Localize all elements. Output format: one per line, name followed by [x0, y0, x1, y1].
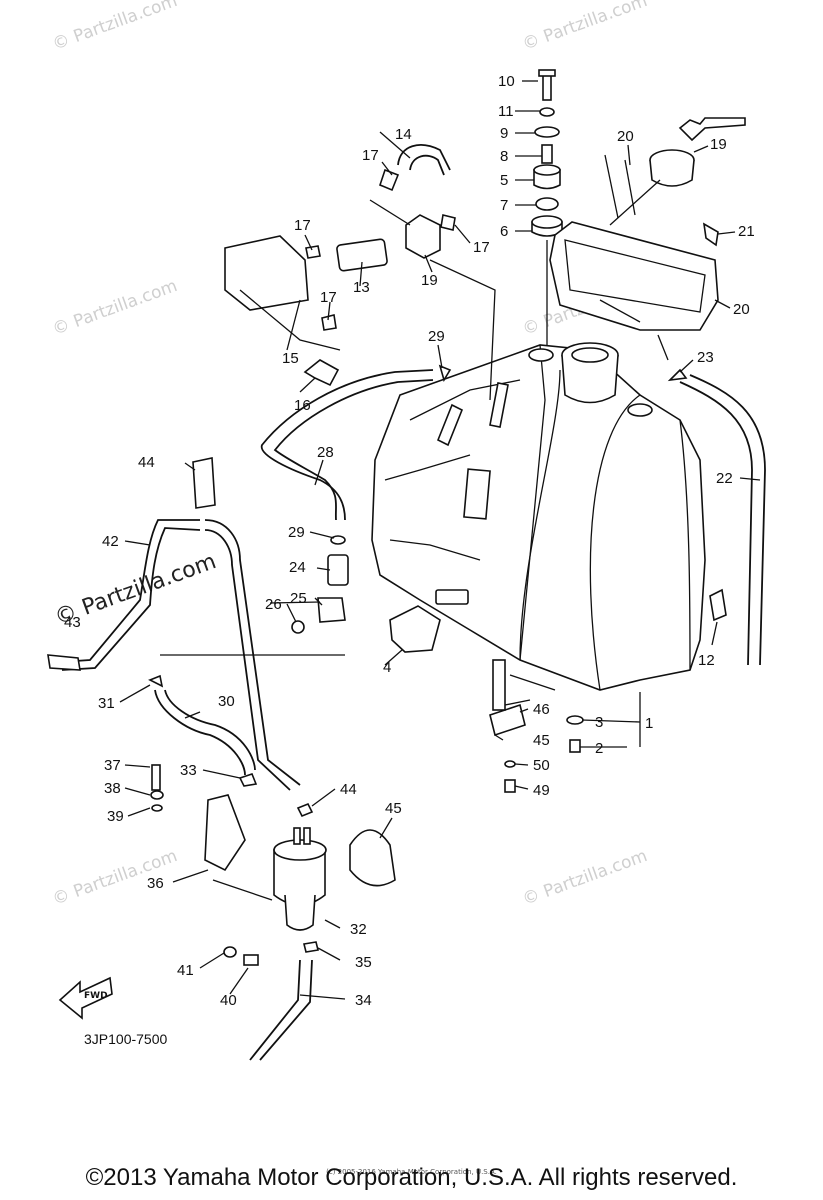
callout-29: 29 — [428, 328, 445, 345]
fuel-cock-assembly — [489, 659, 584, 793]
callout-14: 14 — [395, 126, 412, 143]
callout-41: 41 — [177, 962, 194, 979]
callout-11: 11 — [498, 103, 514, 120]
hose-28-assembly — [261, 364, 452, 634]
callout-48: 46 — [533, 701, 550, 718]
callout-18: 19 — [421, 272, 438, 289]
callout-33: 33 — [180, 762, 197, 779]
callout-49: 49 — [533, 782, 550, 799]
callout-4: 4 — [383, 659, 391, 676]
callout-17: 17 — [473, 239, 490, 256]
callout-17: 17 — [320, 289, 337, 306]
callout-34: 34 — [355, 992, 372, 1009]
callout-22: 22 — [716, 470, 733, 487]
callout-37: 37 — [104, 757, 121, 774]
tiny-copyright: (c) 2005-2016 Yamaha Motor Corporation, … — [326, 1168, 497, 1176]
callout-44: 44 — [340, 781, 357, 798]
callout-24: 23 — [697, 349, 714, 366]
breather-assembly — [224, 144, 496, 401]
fwd-label: FWD — [84, 991, 108, 1001]
callout-1: 1 — [645, 715, 653, 732]
callout-6: 6 — [500, 223, 508, 240]
callout-17: 17 — [294, 217, 311, 234]
callout-23: 21 — [738, 223, 755, 240]
callout-8: 8 — [500, 148, 508, 165]
callout-29: 29 — [288, 524, 305, 541]
callout-35: 35 — [355, 954, 372, 971]
callout-30: 30 — [218, 693, 235, 710]
callout-21: 20 — [617, 128, 634, 145]
hose-42-assembly — [47, 457, 301, 791]
fwd-arrow-icon: FWD — [58, 976, 113, 1020]
callout-43: 43 — [64, 614, 81, 631]
copyright-text: ©2013 Yamaha Motor Corporation, U.S.A. A… — [85, 1164, 738, 1191]
callout-50: 50 — [533, 757, 550, 774]
callout-16: 16 — [294, 397, 311, 414]
mount-stack — [531, 69, 563, 345]
callouts: 10 11 9 8 5 7 6 14 17 17 17 17 13 19 15 … — [64, 73, 755, 1009]
clip-4 — [389, 605, 441, 653]
callout-17: 17 — [362, 147, 379, 164]
callout-32: 32 — [350, 921, 367, 938]
vent-hoses — [667, 222, 766, 666]
callout-12: 12 — [698, 652, 715, 669]
tank-cap — [609, 117, 746, 226]
watermark: © Partzilla.com — [50, 0, 180, 55]
callout-46: 44 — [138, 454, 155, 471]
hose-30-assembly — [148, 654, 345, 787]
callout-31: 31 — [98, 695, 115, 712]
callout-40: 40 — [220, 992, 237, 1009]
callout-28: 28 — [317, 444, 334, 461]
watermark: © Partzilla.com — [520, 846, 650, 910]
callout-47: 45 — [533, 732, 550, 749]
callout-39: 39 — [107, 808, 124, 825]
callout-27: 26 — [265, 596, 282, 613]
fuel-tank — [371, 342, 706, 691]
callout-15: 15 — [282, 350, 299, 367]
callout-10: 10 — [498, 73, 515, 90]
callout-36: 36 — [147, 875, 164, 892]
callout-20: 20 — [733, 301, 750, 318]
callout-3: 3 — [595, 714, 603, 731]
fuel-filter-assembly — [150, 764, 396, 1061]
diagram-code: 3JP100-7500 — [84, 1031, 168, 1047]
callout-13: 13 — [353, 279, 370, 296]
leader-lines — [119, 80, 761, 1000]
callout-7: 7 — [500, 197, 508, 214]
callout-9: 9 — [500, 125, 508, 142]
watermark: © Partzilla.com — [50, 276, 180, 340]
callout-42: 42 — [102, 533, 119, 550]
callout-26: 25 — [290, 590, 307, 607]
callout-38: 38 — [104, 780, 121, 797]
callout-2: 2 — [595, 740, 603, 757]
callout-25: 24 — [289, 559, 306, 576]
callout-19: 19 — [710, 136, 727, 153]
tray — [549, 154, 719, 361]
watermark: © Partzilla.com — [520, 0, 650, 55]
callout-5: 5 — [500, 172, 508, 189]
callout-45: 45 — [385, 800, 402, 817]
